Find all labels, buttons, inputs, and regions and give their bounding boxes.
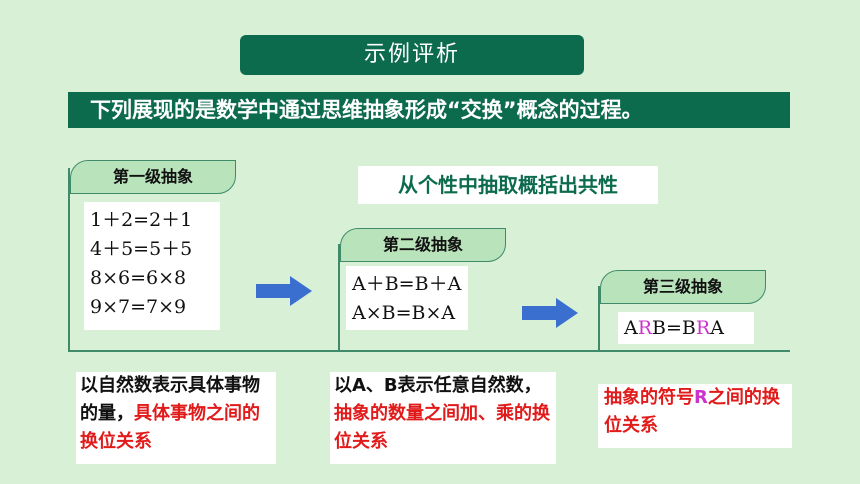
baseline-divider: [68, 350, 790, 352]
level2-bracket: [338, 244, 340, 352]
formula-symbol-r: R: [637, 317, 653, 339]
formula-line: 4＋5=5＋5: [90, 238, 193, 260]
formula-line: 9×7=7×9: [90, 296, 187, 318]
level3-bracket: [598, 286, 600, 352]
note-text: 抽象的符号: [604, 387, 694, 408]
right-arrow-icon: [256, 276, 312, 306]
formula-line: A×B=B×A: [352, 302, 456, 324]
intro-banner: 下列展现的是数学中通过思维抽象形成“交换”概念的过程。: [68, 92, 790, 128]
level1-note: 以自然数表示具体事物的量，具体事物之间的换位关系: [76, 372, 276, 464]
note-text: 以自然数表示具体事物的量，: [80, 375, 260, 424]
subheading: 从个性中抽取概括出共性: [358, 166, 658, 204]
right-arrow-icon: [522, 298, 578, 328]
formula-line: 8×6=6×8: [90, 267, 187, 289]
note-highlight: 抽象的数量之间加、乘的换位关系: [334, 403, 550, 452]
formula-symbol-r: R: [695, 317, 711, 339]
level1-formulas: 1＋2=2＋1 4＋5=5＋5 8×6=6×8 9×7=7×9: [84, 202, 220, 330]
level3-formula: ARB=BRA: [618, 312, 754, 344]
note-highlight: 具体事物之间的换位关系: [80, 403, 260, 452]
section-title: 示例评析: [240, 35, 584, 75]
level1-bracket: [68, 168, 70, 352]
level3-tab: 第三级抽象: [600, 270, 766, 304]
level2-tab: 第二级抽象: [340, 228, 506, 262]
level1-tab: 第一级抽象: [70, 160, 236, 194]
level2-note: 以A、B表示任意自然数， 抽象的数量之间加、乘的换位关系: [330, 372, 556, 464]
formula-line: A＋B=B＋A: [352, 273, 462, 295]
note-text: 以A、B表示任意自然数，: [334, 375, 542, 396]
level2-formulas: A＋B=B＋A A×B=B×A: [346, 266, 468, 330]
formula-part: B=B: [652, 317, 696, 339]
note-text: 之间的换位关系: [604, 387, 780, 436]
formula-part: A: [624, 317, 638, 339]
level3-note: 抽象的符号R之间的换位关系: [598, 384, 792, 448]
formula-part: A: [710, 317, 724, 339]
note-symbol-r: R: [694, 387, 708, 408]
formula-line: 1＋2=2＋1: [90, 209, 193, 231]
